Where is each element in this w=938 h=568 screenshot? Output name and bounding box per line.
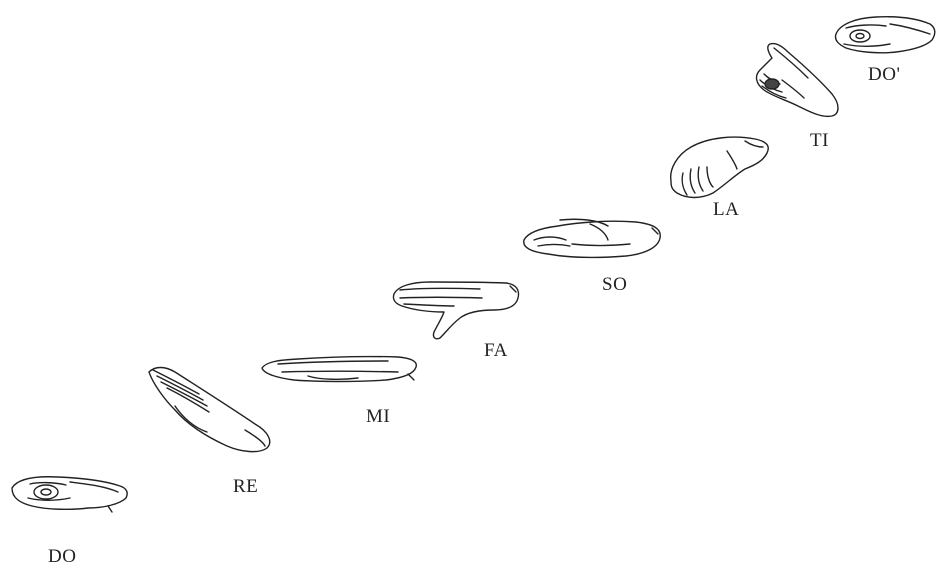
- sign-do: DO: [8, 468, 132, 518]
- label-mi: MI: [366, 406, 390, 428]
- sign-do-high: DO': [832, 12, 938, 60]
- label-do: DO: [48, 546, 76, 568]
- label-ti: TI: [810, 130, 829, 152]
- label-la: LA: [713, 199, 739, 221]
- sign-fa: FA: [390, 278, 522, 342]
- sign-la: LA: [665, 135, 775, 201]
- sign-re: RE: [145, 362, 275, 457]
- hand-fist-thumb-up-icon: [832, 12, 938, 60]
- sign-ti: TI: [752, 40, 844, 120]
- sign-mi: MI: [258, 352, 420, 386]
- hand-flat-palm-in-icon: [520, 214, 665, 264]
- hand-fist-thumb-up-icon: [8, 468, 132, 518]
- label-do-high: DO': [868, 64, 900, 86]
- hand-thumb-down-icon: [390, 278, 522, 342]
- label-fa: FA: [484, 340, 508, 362]
- hand-cupped-down-icon: [665, 135, 775, 201]
- hand-index-point-up-icon: [752, 40, 844, 120]
- sign-so: SO: [520, 214, 665, 264]
- hand-flat-horizontal-icon: [258, 352, 420, 386]
- label-re: RE: [233, 476, 258, 498]
- label-so: SO: [602, 274, 627, 296]
- hand-flat-angled-up-icon: [145, 362, 275, 457]
